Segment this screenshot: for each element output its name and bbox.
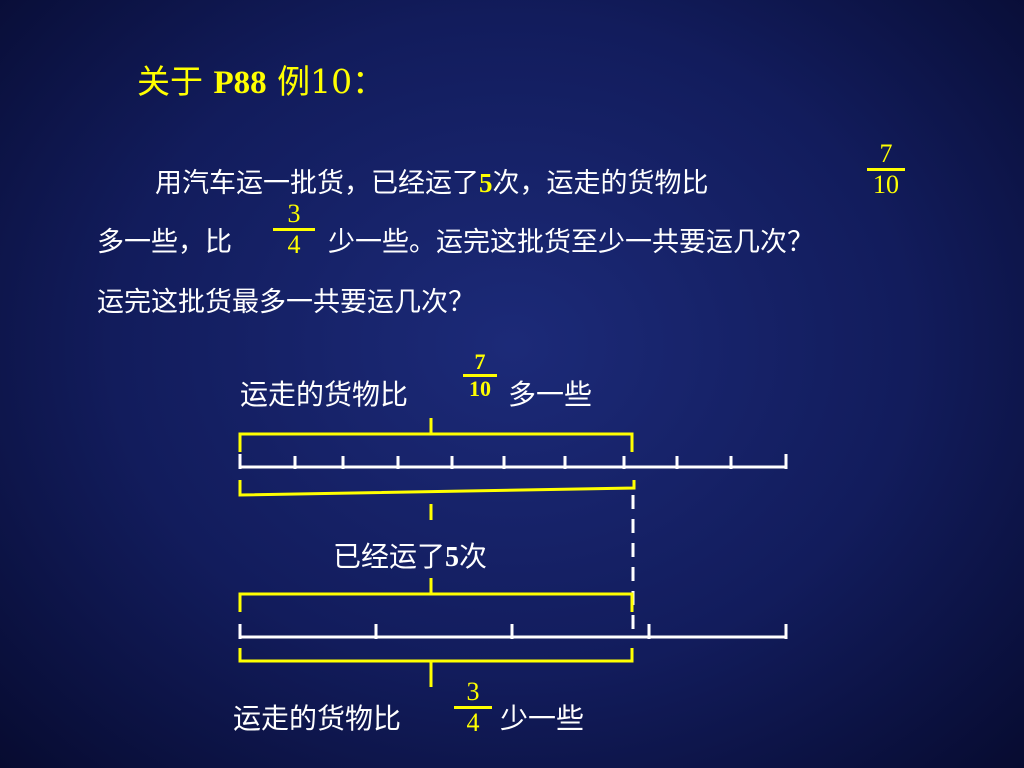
problem-fraction-3-4: 3 4 (272, 200, 316, 259)
diagram-fraction-7-10: 7 10 (460, 350, 500, 401)
problem-text: 多一些，比 (97, 227, 232, 258)
problem-line-1: 用汽车运一批货，已经运了5次，运走的货物比 (155, 166, 709, 201)
diagram-label-text: 多一些 (508, 378, 593, 411)
fraction-bar (454, 706, 492, 709)
diagram-label-text: 次 (459, 540, 488, 573)
upper-bracket (238, 432, 634, 452)
fraction-denominator: 4 (466, 708, 480, 737)
fraction-denominator: 10 (469, 376, 491, 401)
diagram-top-label: 运走的货物比 (240, 378, 408, 412)
problem-text: 次，运走的货物比 (492, 168, 709, 199)
page-title: 关于 P88 例10： (137, 62, 385, 103)
title-ref: P88 (213, 65, 267, 101)
diagram-top-label-suffix: 多一些 (508, 378, 592, 412)
title-example: 例10： (277, 62, 386, 101)
bottom-brace (238, 578, 634, 687)
diagram-middle-label: 已经运了5次 (333, 540, 487, 575)
problem-number: 5 (479, 168, 493, 198)
top-brace (238, 418, 636, 520)
diagram-fraction-3-4: 3 4 (452, 678, 494, 737)
diagram-label-text: 少一些 (500, 702, 585, 735)
fraction-numerator: 7 (474, 349, 486, 374)
fraction-numerator: 3 (287, 199, 301, 228)
lower-bracket (238, 480, 636, 497)
problem-line-3: 运完这批货最多一共要运几次？ (97, 286, 475, 320)
problem-text: 少一些。运完这批货至少一共要运几次？ (328, 227, 814, 258)
fraction-bar (463, 374, 497, 377)
problem-fraction-7-10: 7 10 (866, 140, 906, 199)
title-prefix: 关于 (137, 62, 203, 101)
lower-bracket (238, 648, 634, 663)
diagram-label-text: 已经运了 (333, 540, 446, 573)
fraction-bar (273, 228, 315, 231)
fraction-denominator: 10 (873, 170, 899, 199)
problem-text: 用汽车运一批货，已经运了 (155, 168, 479, 199)
four-part-segment (238, 624, 788, 639)
ten-part-segment (238, 454, 788, 469)
problem-text: 运完这批货最多一共要运几次？ (97, 287, 475, 318)
fraction-denominator: 4 (287, 230, 301, 259)
diagram-label-text: 运走的货物比 (240, 378, 409, 411)
fraction-numerator: 3 (466, 677, 480, 706)
problem-line-2-cont: 少一些。运完这批货至少一共要运几次？ (328, 226, 814, 260)
diagram-bottom-label-suffix: 少一些 (500, 702, 584, 736)
upper-bracket (238, 592, 634, 612)
fraction-numerator: 7 (879, 139, 893, 168)
diagram-label-text: 运走的货物比 (233, 702, 402, 735)
diagram-label-number: 5 (445, 542, 460, 573)
problem-line-2: 多一些，比 (97, 226, 232, 260)
fraction-bar (867, 168, 905, 171)
diagram-bottom-label: 运走的货物比 (233, 702, 401, 736)
